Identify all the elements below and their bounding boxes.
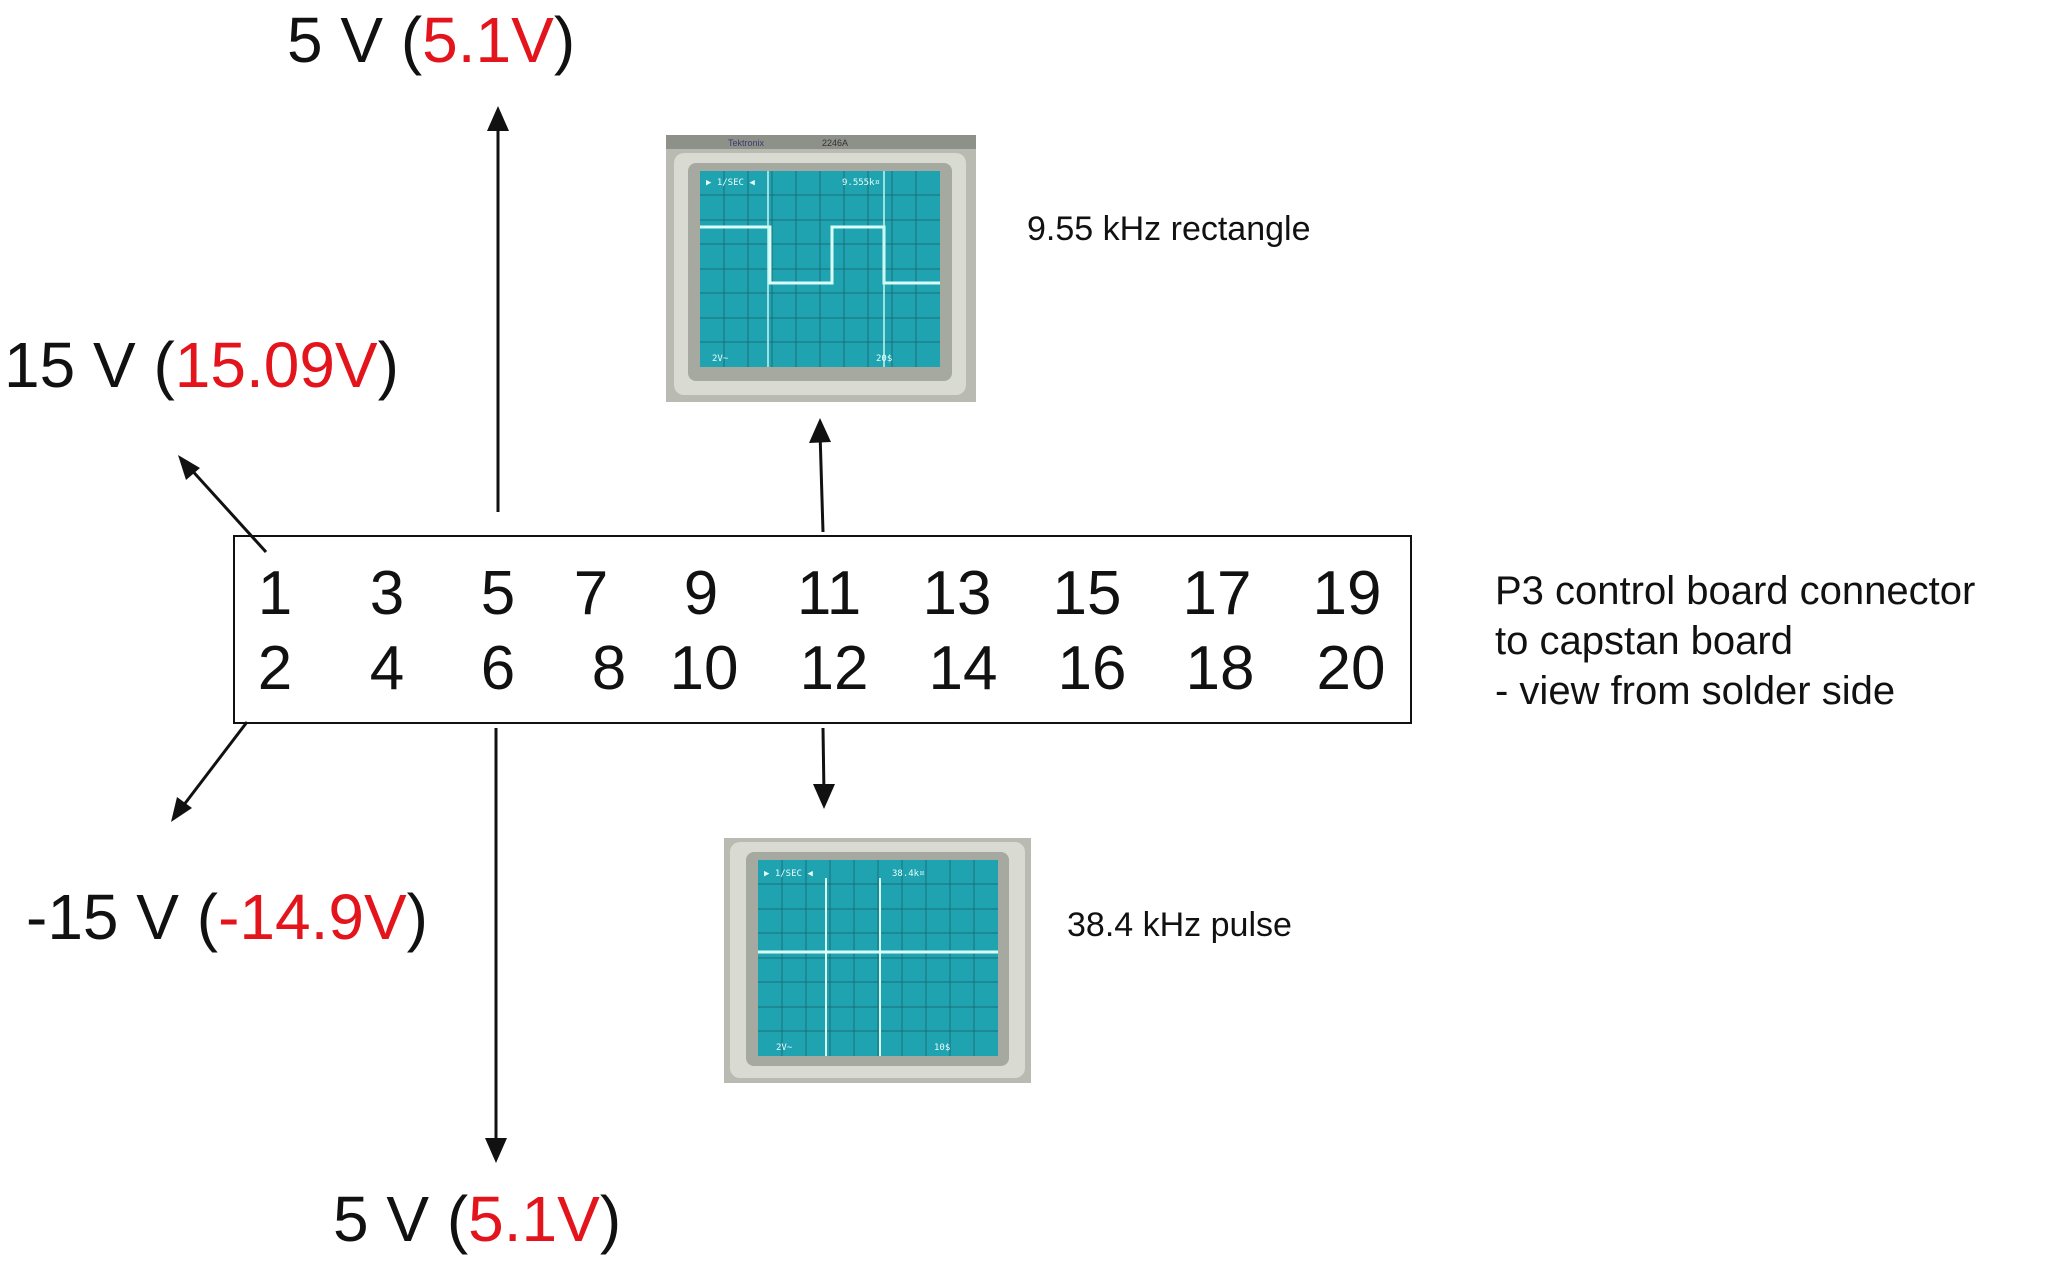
- measured-voltage: -14.9V: [218, 881, 407, 953]
- scope-model-text: 2246A: [822, 138, 848, 148]
- arrowhead-pin6: [485, 1138, 507, 1163]
- scope-time-div: 20$: [876, 354, 892, 364]
- pin-20: 20: [1316, 634, 1386, 703]
- arrowhead-pin12: [813, 784, 835, 809]
- connector-label-line: P3 control board connector: [1495, 569, 1976, 613]
- scope-graticule: [700, 171, 940, 367]
- voltage-label-pin6: 5 V (5.1V): [333, 1187, 621, 1251]
- pin-7: 7: [573, 559, 609, 628]
- scope-readout-left: ▶ 1/SEC ◀: [706, 178, 755, 188]
- pin-9: 9: [683, 559, 719, 628]
- pin-8: 8: [591, 634, 627, 703]
- pin-19: 19: [1312, 559, 1382, 628]
- measured-voltage: 5.1V: [422, 4, 554, 76]
- oscilloscope-photo-pin12: ▶ 1/SEC ◀ 38.4k¤ 2V~ 10$: [724, 838, 1031, 1083]
- nominal-voltage: 5 V (: [333, 1183, 469, 1255]
- oscilloscope-photo-pin11: Tektronix 2246A ▶ 1/SEC ◀ 9.555k¤ 2V~ 20…: [666, 135, 976, 402]
- scope-time-div: 10$: [934, 1043, 950, 1053]
- arrow-pin12-down: [821, 727, 826, 796]
- pin-18: 18: [1185, 634, 1255, 703]
- arrow-pin1-left: [186, 464, 268, 554]
- scope-volts-div: 2V~: [776, 1043, 793, 1053]
- scope-readout-right: 38.4k¤: [892, 869, 925, 879]
- pin-12: 12: [799, 634, 869, 703]
- nominal-voltage: 15 V (: [4, 329, 175, 401]
- pin-2: 2: [257, 634, 293, 703]
- pin-4: 4: [369, 634, 405, 703]
- pin-5: 5: [480, 559, 516, 628]
- arrowhead-pin2: [171, 797, 192, 822]
- pin-3: 3: [369, 559, 405, 628]
- pin-15: 15: [1052, 559, 1122, 628]
- closing-paren: ): [377, 329, 399, 401]
- arrow-pin11-up: [818, 431, 825, 533]
- scope-readout-left: ▶ 1/SEC ◀: [764, 869, 813, 879]
- closing-paren: ): [406, 881, 428, 953]
- pin-16: 16: [1057, 634, 1127, 703]
- nominal-voltage: 5 V (: [287, 4, 423, 76]
- scope-graticule: [758, 860, 998, 1056]
- arrow-pin2-left: [178, 721, 249, 811]
- scope-volts-div: 2V~: [712, 354, 729, 364]
- pin-6: 6: [480, 634, 516, 703]
- connector-outline: [233, 535, 1412, 724]
- arrowhead-pin1: [178, 455, 200, 480]
- pin-11: 11: [796, 559, 862, 628]
- connector-label-line: to capstan board: [1495, 619, 1793, 663]
- voltage-label-pin1: 15 V (15.09V): [4, 333, 399, 397]
- arrowhead-pin5: [487, 106, 509, 131]
- connector-label-line: - view from solder side: [1495, 669, 1896, 713]
- connector-label: P3 control board connector to capstan bo…: [1495, 566, 1975, 716]
- pin-14: 14: [928, 634, 998, 703]
- pin-10: 10: [669, 634, 739, 703]
- closing-paren: ): [599, 1183, 622, 1255]
- voltage-label-pin2: -15 V (-14.9V): [26, 885, 428, 949]
- nominal-voltage: -15 V (: [26, 881, 219, 953]
- scope-readout-right: 9.555k¤: [842, 178, 880, 188]
- scope-brand-text: Tektronix: [728, 138, 765, 148]
- pin-17: 17: [1182, 559, 1252, 628]
- pin-13: 13: [922, 559, 992, 628]
- arrowhead-pin11: [809, 418, 831, 443]
- voltage-label-pin5: 5 V (5.1V): [287, 8, 575, 72]
- scope-caption-pin11: 9.55 kHz rectangle: [1027, 210, 1311, 248]
- scope-caption-pin12: 38.4 kHz pulse: [1067, 906, 1292, 944]
- measured-voltage: 5.1V: [468, 1183, 600, 1255]
- closing-paren: ): [553, 4, 576, 76]
- pin-1: 1: [257, 559, 293, 628]
- measured-voltage: 15.09V: [174, 329, 378, 401]
